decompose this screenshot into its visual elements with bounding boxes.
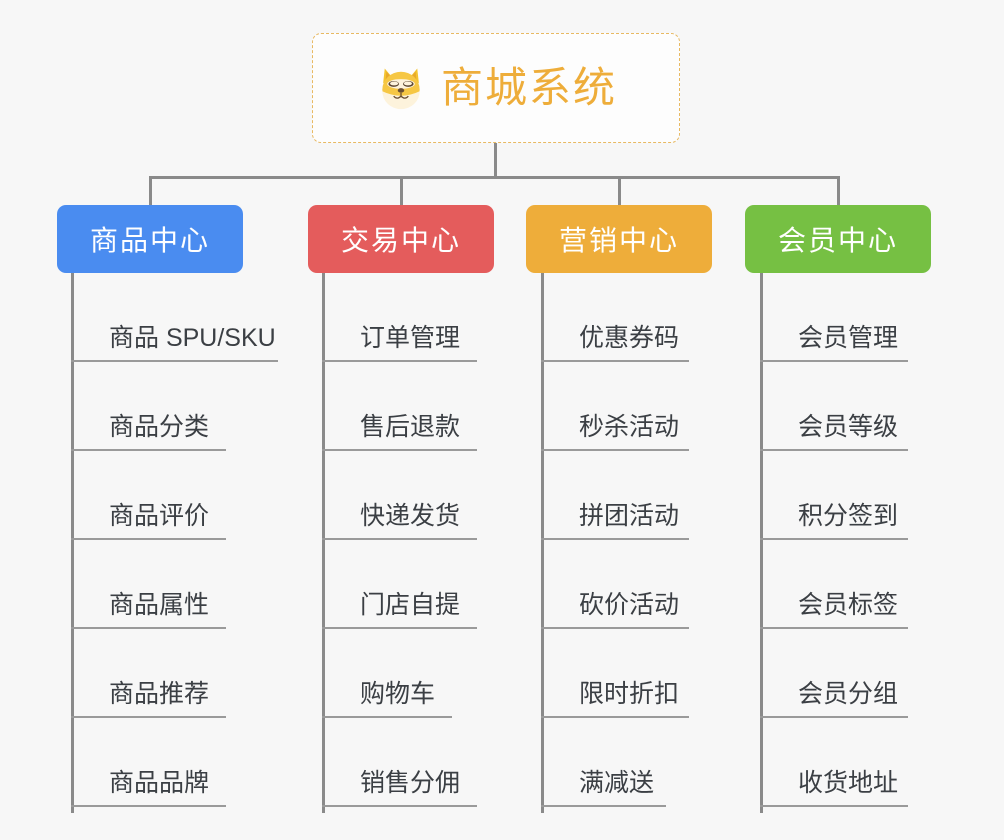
leaf-item-label: 门店自提 <box>360 591 461 619</box>
leaf-item-rule <box>760 805 908 807</box>
connector-column-spine <box>71 273 74 813</box>
leaf-item-label: 商品属性 <box>109 591 210 619</box>
leaf-item-label: 销售分佣 <box>360 769 461 797</box>
leaf-item-label: 商品品牌 <box>109 769 210 797</box>
branch-header-label: 会员中心 <box>777 225 898 256</box>
leaf-item-label: 商品 SPU/SKU <box>109 324 276 352</box>
branch-header-label: 营销中心 <box>558 225 679 256</box>
leaf-item-rule <box>71 716 226 718</box>
leaf-item-rule <box>322 805 477 807</box>
leaf-item[interactable]: 商品评价 <box>71 451 226 540</box>
branch-header-marketing-center[interactable]: 营销中心 <box>526 205 712 273</box>
leaf-item[interactable]: 会员等级 <box>760 362 908 451</box>
connector-drop-branch-3 <box>618 176 621 205</box>
leaf-item[interactable]: 会员分组 <box>760 629 908 718</box>
leaf-item[interactable]: 售后退款 <box>322 362 477 451</box>
leaf-item-rule <box>541 716 689 718</box>
leaf-item-label: 商品评价 <box>109 502 210 530</box>
connector-column-spine <box>541 273 544 813</box>
connector-drop-branch-2 <box>400 176 403 205</box>
leaf-item-rule <box>760 627 908 629</box>
leaf-item-rule <box>541 805 666 807</box>
leaf-item-rule <box>71 538 226 540</box>
connector-drop-branch-1 <box>149 176 152 205</box>
leaf-item[interactable]: 商品分类 <box>71 362 226 451</box>
leaf-item-rule <box>71 805 226 807</box>
leaf-item[interactable]: 销售分佣 <box>322 718 477 807</box>
leaf-item[interactable]: 会员标签 <box>760 540 908 629</box>
leaf-item-label: 积分签到 <box>798 502 899 530</box>
leaf-item[interactable]: 门店自提 <box>322 540 477 629</box>
leaf-item-label: 限时折扣 <box>579 680 680 708</box>
leaf-item-label: 商品分类 <box>109 413 210 441</box>
leaf-item[interactable]: 砍价活动 <box>541 540 689 629</box>
leaf-item-label: 秒杀活动 <box>579 413 680 441</box>
leaf-item-rule <box>322 360 477 362</box>
leaf-item[interactable]: 商品品牌 <box>71 718 226 807</box>
leaf-item[interactable]: 收货地址 <box>760 718 908 807</box>
leaf-item[interactable]: 商品推荐 <box>71 629 226 718</box>
leaf-item[interactable]: 满减送 <box>541 718 666 807</box>
leaf-item-rule <box>760 538 908 540</box>
leaf-item-label: 会员等级 <box>798 413 899 441</box>
leaf-item-rule <box>541 627 689 629</box>
connector-drop-branch-4 <box>837 176 840 205</box>
leaf-item[interactable]: 订单管理 <box>322 273 477 362</box>
root-node-mall-system[interactable]: 商城系统 <box>312 33 680 143</box>
branch-header-member-center[interactable]: 会员中心 <box>745 205 931 273</box>
leaf-item[interactable]: 快递发货 <box>322 451 477 540</box>
leaf-item-rule <box>541 538 689 540</box>
shiba-inu-icon <box>382 68 420 110</box>
leaf-item-label: 会员分组 <box>798 680 899 708</box>
connector-column-spine <box>760 273 763 813</box>
leaf-item-rule <box>322 627 477 629</box>
leaf-item[interactable]: 会员管理 <box>760 273 908 362</box>
leaf-item[interactable]: 优惠券码 <box>541 273 689 362</box>
leaf-item-label: 订单管理 <box>360 324 461 352</box>
branch-header-label: 商品中心 <box>89 225 210 256</box>
leaf-item-label: 满减送 <box>579 769 655 797</box>
leaf-item-rule <box>71 449 226 451</box>
leaf-item-rule <box>71 360 278 362</box>
connector-horizontal-bus <box>149 176 840 179</box>
leaf-item-rule <box>322 716 452 718</box>
leaf-item[interactable]: 拼团活动 <box>541 451 689 540</box>
leaf-item-label: 售后退款 <box>360 413 461 441</box>
leaf-item[interactable]: 购物车 <box>322 629 452 718</box>
leaf-item-label: 会员管理 <box>798 324 899 352</box>
leaf-item[interactable]: 限时折扣 <box>541 629 689 718</box>
leaf-item-rule <box>322 538 477 540</box>
leaf-item-label: 会员标签 <box>798 591 899 619</box>
branch-header-product-center[interactable]: 商品中心 <box>57 205 243 273</box>
leaf-item-label: 购物车 <box>360 680 436 708</box>
leaf-item-label: 优惠券码 <box>579 324 680 352</box>
branch-header-trade-center[interactable]: 交易中心 <box>308 205 494 273</box>
leaf-item-rule <box>541 360 689 362</box>
leaf-item-label: 砍价活动 <box>579 591 680 619</box>
leaf-item-rule <box>760 716 908 718</box>
leaf-item-label: 快递发货 <box>360 502 461 530</box>
leaf-item[interactable]: 积分签到 <box>760 451 908 540</box>
leaf-item-rule <box>760 449 908 451</box>
leaf-item-rule <box>322 449 477 451</box>
leaf-item-label: 商品推荐 <box>109 680 210 708</box>
connector-root-stem <box>494 143 497 179</box>
leaf-item[interactable]: 商品属性 <box>71 540 226 629</box>
leaf-item-rule <box>541 449 689 451</box>
leaf-item-rule <box>71 627 226 629</box>
leaf-item-label: 收货地址 <box>798 769 899 797</box>
leaf-item[interactable]: 秒杀活动 <box>541 362 689 451</box>
leaf-item[interactable]: 商品 SPU/SKU <box>71 273 278 362</box>
connector-column-spine <box>322 273 325 813</box>
branch-header-label: 交易中心 <box>340 225 461 256</box>
leaf-item-rule <box>760 360 908 362</box>
root-title: 商城系统 <box>440 64 617 111</box>
leaf-item-label: 拼团活动 <box>579 502 680 530</box>
